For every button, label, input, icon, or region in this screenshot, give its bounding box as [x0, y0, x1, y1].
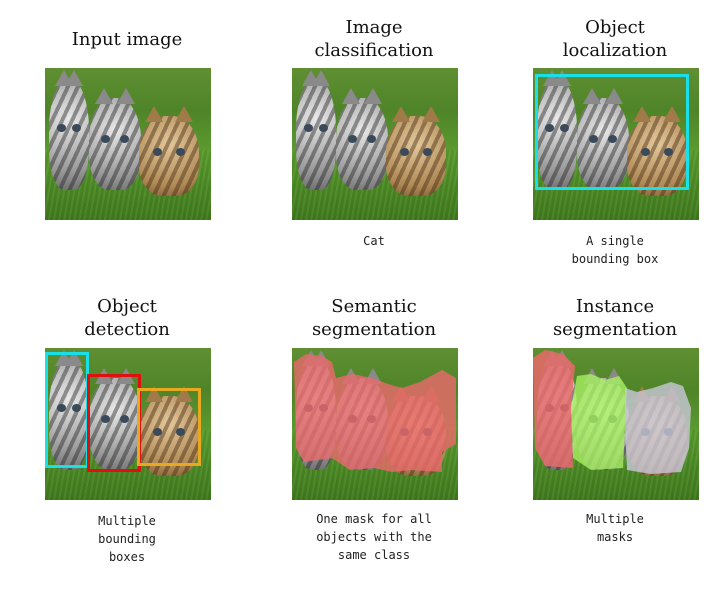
panel-title: Image classification	[314, 17, 434, 61]
panel-title: Input image	[71, 29, 183, 50]
instance-masks	[533, 350, 691, 474]
kitten-1	[296, 70, 336, 190]
instance-mask-1	[533, 350, 575, 468]
kittens-image	[533, 68, 699, 220]
instance-mask-3	[625, 382, 691, 474]
kitten-2	[89, 88, 141, 190]
panel-title: Semantic segmentation	[311, 296, 437, 340]
semantic-mask	[294, 354, 456, 472]
panel-title: Object localization	[562, 17, 668, 61]
kittens-image	[45, 348, 211, 500]
kitten-3	[627, 106, 687, 196]
panel-caption: A single bounding box	[571, 234, 659, 266]
kitten-3	[386, 106, 446, 196]
kitten-2	[577, 88, 629, 190]
panel-caption: One mask for all objects with the same c…	[316, 512, 432, 562]
bounding-box-3	[137, 388, 201, 466]
bounding-box	[535, 74, 689, 190]
instance-mask-2	[571, 374, 627, 470]
panel-title: Instance segmentation	[552, 296, 678, 340]
kitten-3	[139, 386, 199, 476]
kitten-1	[49, 350, 89, 470]
kitten-1	[49, 70, 89, 190]
kittens-image	[292, 68, 458, 220]
kittens-image	[45, 68, 211, 220]
kittens-image	[292, 348, 458, 500]
bounding-box-1	[45, 352, 89, 468]
bounding-box-2	[87, 374, 141, 472]
kitten-2	[89, 368, 141, 470]
panel-caption: Cat	[363, 234, 385, 248]
panel-caption: Multiple bounding boxes	[98, 514, 156, 564]
cat-class-mask	[294, 354, 456, 472]
panel-title: Object detection	[84, 296, 170, 340]
kitten-2	[336, 88, 388, 190]
panel-caption: Multiple masks	[586, 512, 644, 544]
kittens-image	[533, 348, 699, 500]
kitten-3	[139, 106, 199, 196]
